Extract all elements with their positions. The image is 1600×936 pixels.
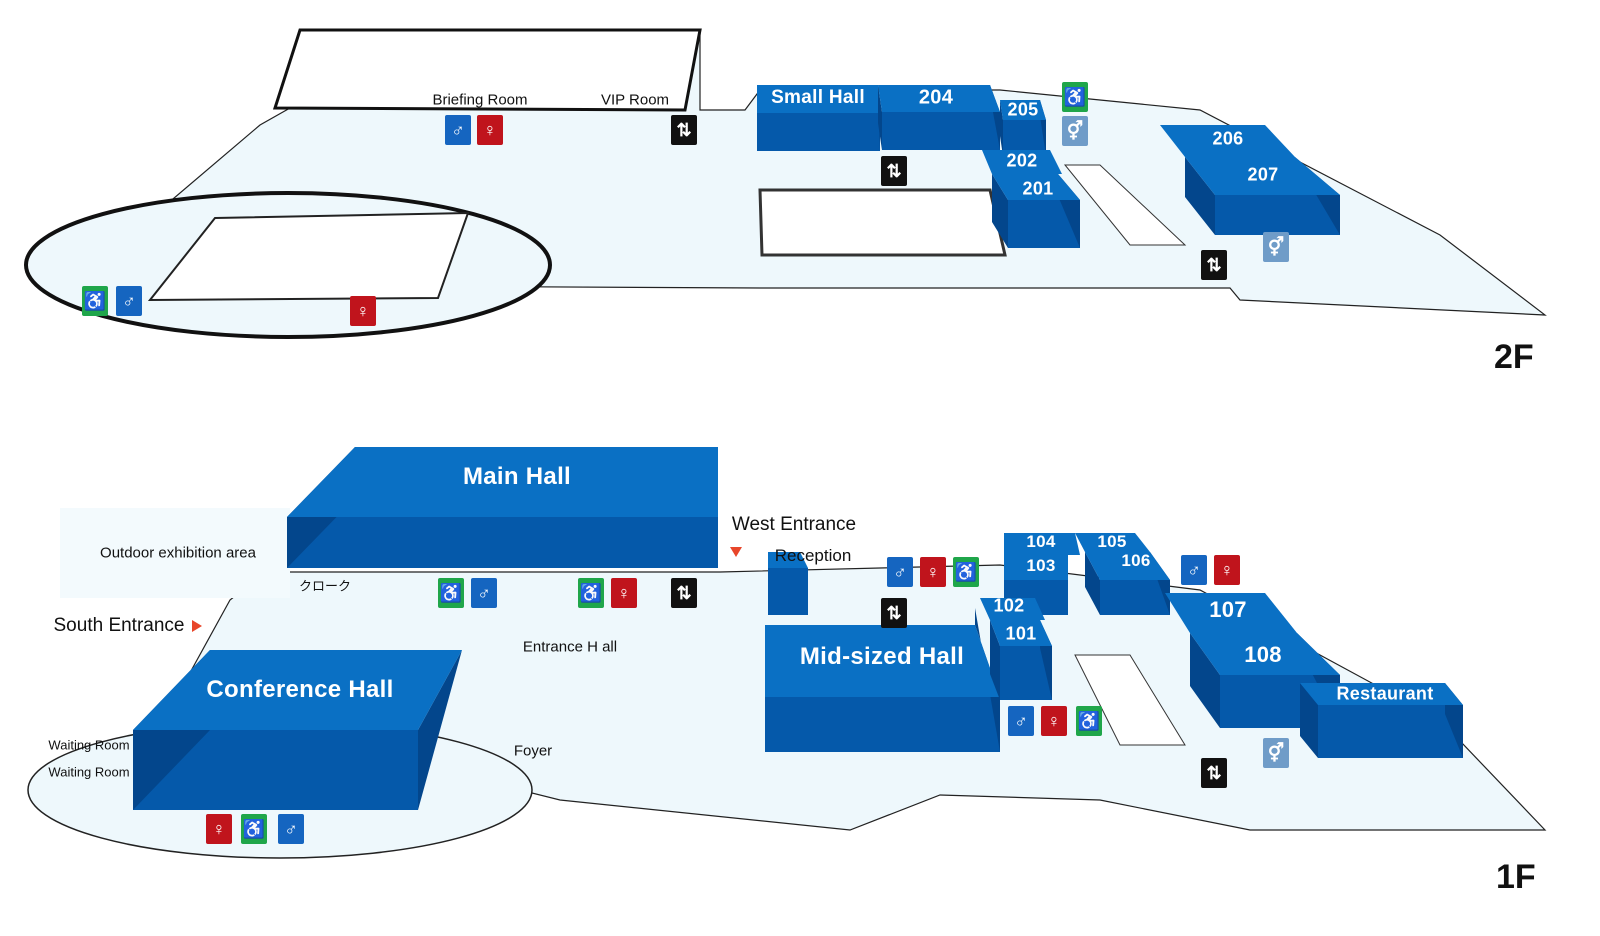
- room-205: [1000, 100, 1046, 120]
- unisex-restroom-icon: ⚥: [1062, 116, 1088, 146]
- south-entrance-label: South Entrance: [53, 615, 185, 636]
- floor-2f-atrium: [147, 211, 470, 302]
- accessible-restroom-icon: ♿: [1062, 82, 1088, 112]
- room-101-front: [1000, 646, 1052, 700]
- room-main-hall-front: [287, 517, 718, 568]
- room-102: [980, 598, 1045, 620]
- male-restroom-icon: ♂: [116, 286, 142, 316]
- elevator-icon: ⇅: [881, 598, 907, 628]
- accessible-restroom-icon: ♿: [953, 557, 979, 587]
- room-201-front: [1008, 200, 1080, 248]
- room-107: [1165, 593, 1297, 633]
- male-restroom-icon: ♂: [445, 115, 471, 145]
- room-201: [992, 174, 1080, 200]
- room-conference-hall-front: [133, 730, 418, 810]
- male-restroom-icon: ♂: [278, 814, 304, 844]
- floor-2f-void-2: [1063, 164, 1187, 246]
- west-entrance-label: West Entrance: [731, 514, 857, 535]
- room-main-hall: [287, 447, 718, 517]
- room-105: [1075, 533, 1150, 552]
- reception-block-front: [768, 568, 808, 615]
- male-restroom-icon: ♂: [1008, 706, 1034, 736]
- cloak-label: クローク: [298, 578, 352, 594]
- foyer-label: Foyer: [513, 742, 553, 760]
- elevator-icon: ⇅: [671, 578, 697, 608]
- room-205-side-left: [1000, 100, 1003, 156]
- reception-label: Reception: [774, 546, 852, 565]
- outdoor-exhibition-label: Outdoor exhibition area: [100, 544, 256, 562]
- elevator-icon: ⇅: [881, 156, 907, 186]
- unisex-restroom-icon: ⚥: [1263, 738, 1289, 768]
- female-restroom-icon: ♀: [206, 814, 232, 844]
- floor-2f-void: [272, 28, 702, 112]
- floor-label-1f: 1F: [1496, 858, 1536, 896]
- room-mid-sized-hall-front: [765, 697, 1000, 752]
- female-restroom-icon: ♀: [611, 578, 637, 608]
- room-202: [982, 150, 1062, 174]
- room-restaurant-side-left: [1300, 683, 1318, 758]
- room-101: [990, 620, 1052, 646]
- reception-block: [768, 552, 808, 568]
- unisex-restroom-icon: ⚥: [1263, 232, 1289, 262]
- room-205-front: [1003, 120, 1046, 156]
- room-207: [1185, 157, 1340, 195]
- floor-label-2f: 2F: [1494, 338, 1534, 376]
- room-106: [1085, 552, 1170, 580]
- elevator-icon: ⇅: [1201, 758, 1227, 788]
- room-108: [1190, 633, 1340, 675]
- vip-room-label: VIP Room: [600, 91, 670, 109]
- male-restroom-icon: ♂: [887, 557, 913, 587]
- room-restaurant-front: [1318, 705, 1463, 758]
- room-106-front: [1100, 580, 1170, 615]
- room-conference-hall-side: [418, 650, 462, 810]
- entrance-hall-label: Entrance H all: [522, 638, 618, 656]
- female-restroom-icon: ♀: [1041, 706, 1067, 736]
- accessible-restroom-icon: ♿: [438, 578, 464, 608]
- room-108-side-left: [1190, 633, 1220, 728]
- waiting-room-label: Waiting Room: [48, 737, 130, 753]
- male-restroom-icon: ♂: [1181, 555, 1207, 585]
- room-204-front: [882, 112, 1000, 150]
- female-restroom-icon: ♀: [1214, 555, 1240, 585]
- room-204-side-left: [878, 85, 882, 150]
- room-mid-sized-hall: [765, 625, 1000, 697]
- accessible-restroom-icon: ♿: [241, 814, 267, 844]
- elevator-icon: ⇅: [671, 115, 697, 145]
- female-restroom-icon: ♀: [477, 115, 503, 145]
- room-103: [1004, 555, 1068, 580]
- rooms: [133, 85, 1463, 810]
- accessible-restroom-icon: ♿: [578, 578, 604, 608]
- room-204: [878, 85, 1000, 112]
- room-201-side-left: [992, 174, 1008, 248]
- briefing-room-label: Briefing Room: [432, 91, 528, 109]
- south-entrance-marker-icon: [192, 620, 202, 632]
- female-restroom-icon: ♀: [350, 296, 376, 326]
- room-206: [1160, 125, 1295, 157]
- elevator-icon: ⇅: [1201, 250, 1227, 280]
- male-restroom-icon: ♂: [471, 578, 497, 608]
- female-restroom-icon: ♀: [920, 557, 946, 587]
- room-conference-hall: [133, 650, 462, 730]
- room-small-hall-front: [757, 113, 880, 151]
- room-207-side-left: [1185, 157, 1215, 235]
- room-101-side-left: [990, 620, 1000, 700]
- room-small-hall: [757, 85, 880, 113]
- accessible-restroom-icon: ♿: [82, 286, 108, 316]
- room-106-side-left: [1085, 552, 1100, 615]
- room-104: [1004, 533, 1080, 555]
- outdoor-exhibition-area: [60, 508, 290, 598]
- accessible-restroom-icon: ♿: [1076, 706, 1102, 736]
- floor-2f-atrium-2: [758, 188, 1007, 257]
- room-restaurant: [1300, 683, 1463, 705]
- waiting-room-label: Waiting Room: [48, 764, 130, 780]
- room-207-front: [1215, 195, 1340, 235]
- west-entrance-marker-icon: [730, 547, 742, 557]
- floor-1f-void: [1074, 654, 1186, 746]
